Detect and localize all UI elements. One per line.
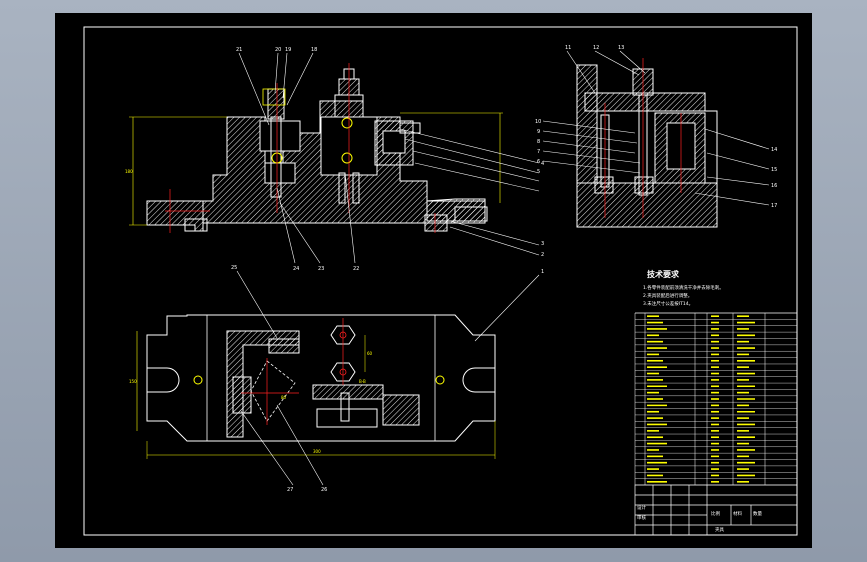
title-cell-e: 数量 bbox=[753, 510, 762, 517]
front-callouts bbox=[238, 52, 540, 342]
parts-list-table bbox=[634, 312, 798, 486]
tech-req-line-1: 1.各零件装配前须清洗干净并去除毛刺。 bbox=[643, 284, 724, 291]
title-cell-f: 夹具 bbox=[715, 526, 724, 533]
callout-26: 26 bbox=[321, 487, 327, 493]
drawing-border bbox=[83, 26, 798, 536]
side-callouts bbox=[542, 50, 770, 206]
callout-10: 10 bbox=[535, 119, 541, 125]
callout-17: 17 bbox=[771, 203, 777, 209]
title-cell-a: 设计 bbox=[637, 504, 646, 511]
dim-plan-length: 300 bbox=[313, 449, 321, 454]
callout-18: 18 bbox=[311, 47, 317, 53]
dim-small-a: 60 bbox=[367, 351, 373, 356]
callout-12: 12 bbox=[593, 45, 599, 51]
tech-req-line-3: 3.未注尺寸公差按IT14。 bbox=[643, 300, 693, 307]
drawing-sheet: 180 21 20 19 18 24 23 22 4 3 2 1 bbox=[55, 13, 812, 548]
title-cell-b: 审核 bbox=[637, 514, 646, 521]
title-cell-c: 比例 bbox=[711, 510, 720, 517]
callout-7: 7 bbox=[537, 149, 540, 155]
callout-8: 8 bbox=[537, 139, 540, 145]
callout-27: 27 bbox=[287, 487, 293, 493]
callout-22: 22 bbox=[353, 266, 359, 272]
callout-3: 3 bbox=[541, 241, 544, 247]
callout-21: 21 bbox=[236, 47, 242, 53]
plan-callouts bbox=[236, 270, 324, 486]
tech-req-line-2: 2.夹具装配后进行调整。 bbox=[643, 292, 692, 299]
callout-4: 4 bbox=[541, 161, 544, 167]
callout-16: 16 bbox=[771, 183, 777, 189]
callout-20: 20 bbox=[275, 47, 281, 53]
side-view bbox=[576, 58, 718, 228]
dim-small-b: 80 bbox=[281, 395, 287, 400]
callout-25: 25 bbox=[231, 265, 237, 271]
callout-23: 23 bbox=[318, 266, 324, 272]
callout-14: 14 bbox=[771, 147, 777, 153]
title-cell-d: 材料 bbox=[733, 510, 742, 517]
dim-section-label: B-B bbox=[359, 379, 366, 384]
dim-front-height: 180 bbox=[125, 169, 133, 174]
callout-11: 11 bbox=[565, 45, 571, 51]
callout-1: 1 bbox=[541, 269, 544, 275]
tech-req-title: 技术要求 bbox=[647, 269, 680, 279]
callout-2: 2 bbox=[541, 252, 544, 258]
callout-5: 5 bbox=[537, 169, 540, 175]
dim-plan-width: 150 bbox=[129, 379, 137, 384]
callout-9: 9 bbox=[537, 129, 540, 135]
callout-6: 6 bbox=[537, 159, 540, 165]
callout-24: 24 bbox=[293, 266, 299, 272]
title-block bbox=[634, 484, 798, 536]
callout-15: 15 bbox=[771, 167, 777, 173]
cad-drawing: 180 21 20 19 18 24 23 22 4 3 2 1 bbox=[83, 26, 798, 536]
callout-19: 19 bbox=[285, 47, 291, 53]
callout-13: 13 bbox=[618, 45, 624, 51]
front-view: 180 bbox=[125, 63, 503, 233]
plan-view: 150 300 60 80 B-B bbox=[129, 314, 496, 459]
